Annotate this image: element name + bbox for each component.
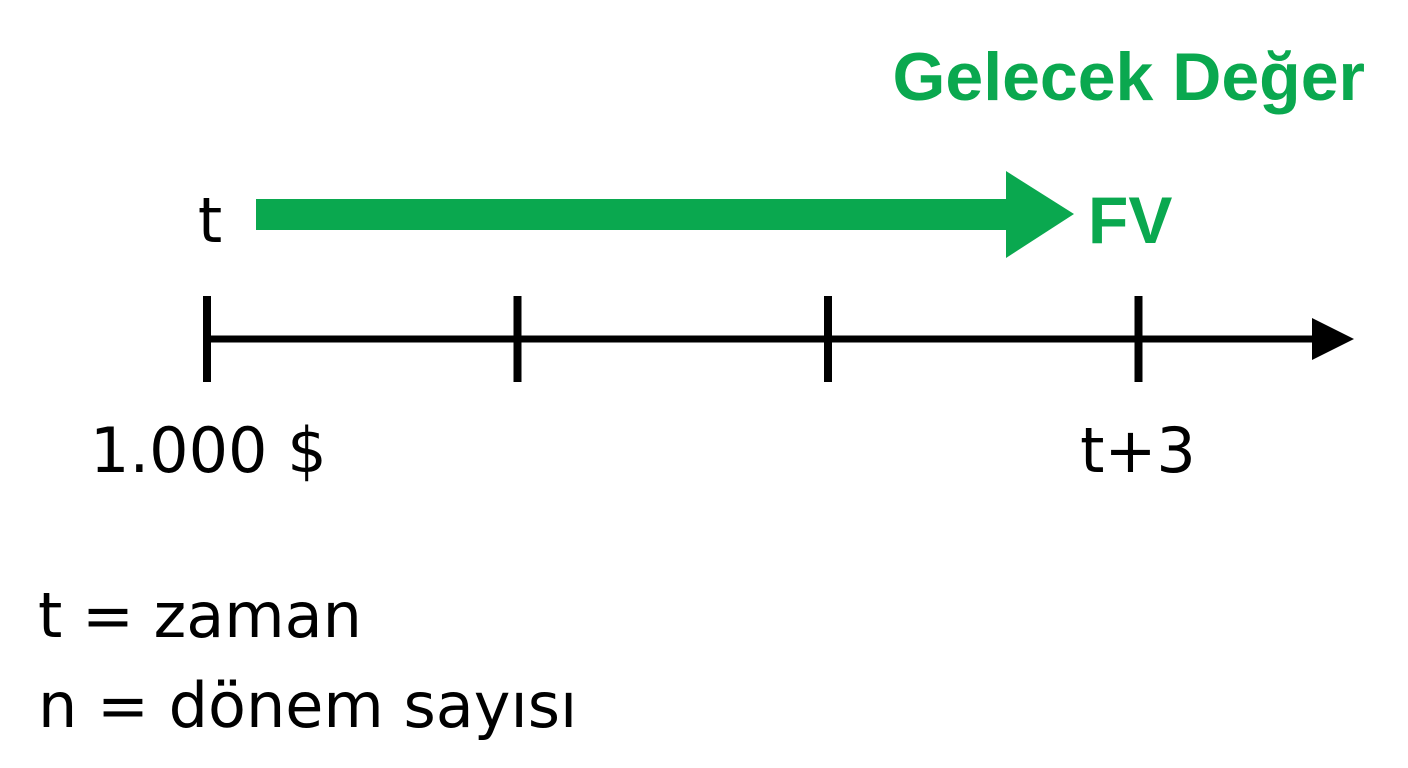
legend-time: t = zaman	[38, 579, 362, 652]
future-value-arrow	[256, 171, 1074, 258]
start-time-label: t	[198, 184, 222, 257]
legend-periods: n = dönem sayısı	[38, 669, 577, 742]
diagram-title: Gelecek Değer	[892, 39, 1365, 115]
future-value-arrow-shaft	[256, 199, 1018, 230]
present-value-amount: 1.000 $	[90, 414, 327, 487]
timeline-axis	[203, 296, 1354, 382]
timeline-ticks	[203, 296, 1143, 382]
timeline-arrow-head-icon	[1312, 318, 1354, 360]
future-value-label: FV	[1088, 183, 1172, 257]
future-value-arrow-head	[1006, 171, 1074, 258]
end-time-label: t+3	[1080, 414, 1196, 487]
